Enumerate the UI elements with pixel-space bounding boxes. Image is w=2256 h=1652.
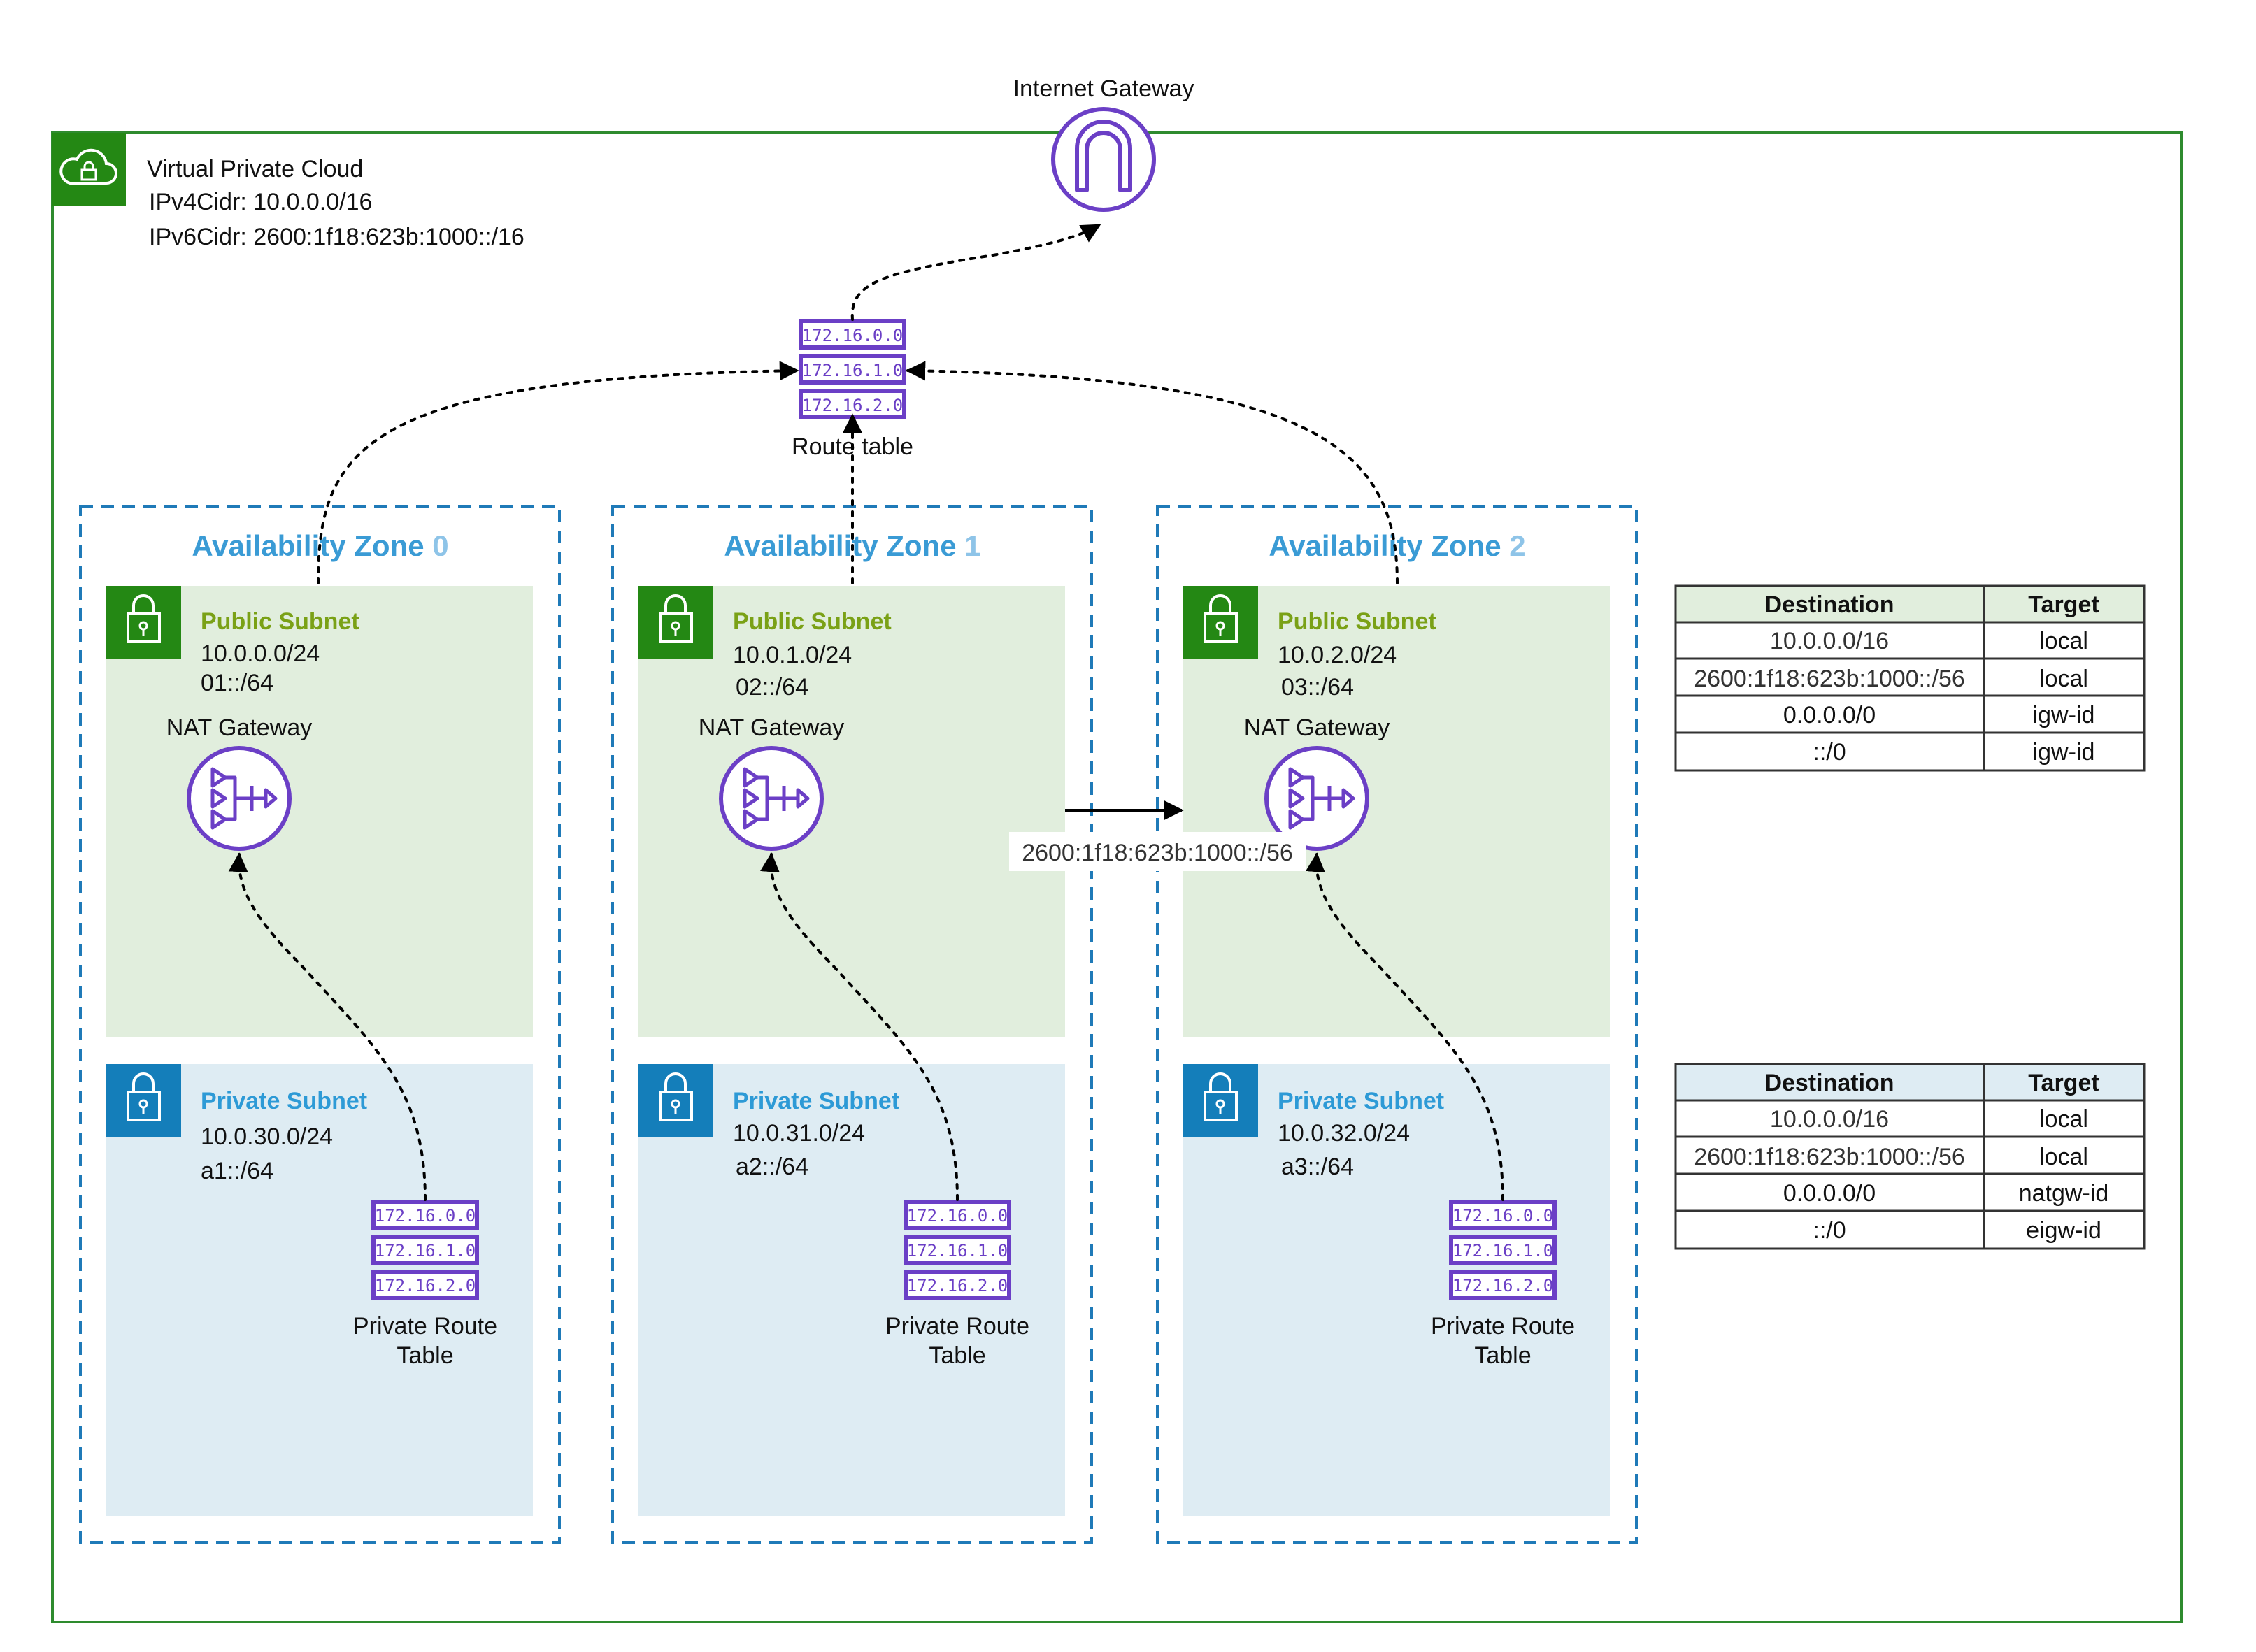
route-table-entry: 172.16.2.0 <box>802 396 904 415</box>
table-cell: local <box>2039 1106 2088 1133</box>
connector-label: 2600:1f18:623b:1000::/56 <box>1022 840 1293 866</box>
nat-gateway-label: NAT Gateway <box>699 714 844 741</box>
table-cell: local <box>2039 666 2088 692</box>
table-header: Target <box>2028 591 2099 618</box>
internet-gateway-icon <box>1051 107 1156 212</box>
private-route-entry: 172.16.2.0 <box>907 1276 1008 1295</box>
private-subnet-lock-icon <box>106 1064 181 1137</box>
private-route-entry: 172.16.0.0 <box>907 1206 1008 1226</box>
table-header: Destination <box>1764 1070 1894 1096</box>
connector-label-background <box>1009 832 1306 871</box>
table-header: Target <box>2028 1070 2099 1096</box>
table-cell: igw-id <box>2033 739 2095 766</box>
public-subnet-label: Public Subnet <box>201 608 359 635</box>
private-route-entry: 172.16.1.0 <box>375 1241 476 1260</box>
private0-to-nat-connector <box>228 852 427 1201</box>
nat-gateway-icon <box>719 746 824 851</box>
route-table-icon: 172.16.0.0 172.16.1.0 172.16.2.0 <box>799 319 906 419</box>
az2-to-route-connector <box>906 361 1399 584</box>
private-route-entry: 172.16.2.0 <box>1452 1276 1554 1295</box>
table-cell: eigw-id <box>2026 1217 2101 1244</box>
route-table-entry: 172.16.1.0 <box>802 361 904 380</box>
private-route-label: Table <box>1474 1342 1531 1369</box>
table-cell: 10.0.0.0/16 <box>1770 628 1889 654</box>
public-subnet-lock-icon <box>638 586 713 659</box>
dotted-connectors <box>228 224 1504 1201</box>
private-subnet-ipv6: a2::/64 <box>736 1154 808 1180</box>
private2-to-nat-connector <box>1306 852 1504 1201</box>
private-subnet-cidr: 10.0.30.0/24 <box>201 1123 333 1150</box>
private-route-table: Destination Target 10.0.0.0/16 local 260… <box>1674 1063 2146 1250</box>
zone-title: Availability Zone 2 <box>1269 529 1525 562</box>
public-subnet-label: Public Subnet <box>733 608 892 635</box>
public-subnet-ipv6: 01::/64 <box>201 670 273 696</box>
public-subnet-box <box>106 586 533 1037</box>
az0-to-route-connector <box>317 361 799 584</box>
private-route-table-icon: 172.16.0.0 172.16.1.0 172.16.2.0 <box>1449 1200 1557 1300</box>
public-subnet-box <box>1183 586 1610 1037</box>
private-route-label: Private Route <box>353 1313 497 1339</box>
vpc-cloud-lock-icon <box>52 133 126 206</box>
nat-gateway-label: NAT Gateway <box>166 714 312 741</box>
private1-to-nat-connector <box>760 852 959 1201</box>
public-subnet-ipv6: 03::/64 <box>1281 674 1354 701</box>
nat-gateway-icon <box>1264 746 1369 851</box>
private-subnet-label: Private Subnet <box>733 1088 899 1114</box>
vpc-ipv4: IPv4Cidr: 10.0.0.0/16 <box>149 189 372 215</box>
public-route-table: Destination Target 10.0.0.0/16 local 260… <box>1674 584 2146 772</box>
public-subnet-lock-icon <box>1183 586 1258 659</box>
nat-gateway-label: NAT Gateway <box>1244 714 1390 741</box>
private-route-entry: 172.16.0.0 <box>375 1206 476 1226</box>
availability-zone-1: Availability Zone 1 Public Subnet 10.0.1… <box>611 505 1093 1544</box>
private-subnet-cidr: 10.0.31.0/24 <box>733 1120 865 1147</box>
availability-zone-2: Availability Zone 2 Public Subnet 10.0.2… <box>1156 505 1638 1544</box>
private-subnet-ipv6: a1::/64 <box>201 1158 273 1184</box>
nat-gateway-icon <box>187 746 292 851</box>
table-cell: ::/0 <box>1813 739 1846 766</box>
public-subnet-box <box>638 586 1065 1037</box>
private-route-table-icon: 172.16.0.0 172.16.1.0 172.16.2.0 <box>371 1200 479 1300</box>
private-route-entry: 172.16.1.0 <box>907 1241 1008 1260</box>
private-route-table-icon: 172.16.0.0 172.16.1.0 172.16.2.0 <box>904 1200 1011 1300</box>
availability-zone-0: Availability Zone 0 Public Subnet 10.0.0… <box>79 505 561 1544</box>
private-subnet-lock-icon <box>1183 1064 1258 1137</box>
public-subnet-cidr: 10.0.2.0/24 <box>1278 642 1397 668</box>
table-cell: local <box>2039 628 2088 654</box>
private-subnet-label: Private Subnet <box>201 1088 367 1114</box>
route-table-entry: 172.16.0.0 <box>802 326 904 345</box>
private-route-entry: 172.16.2.0 <box>375 1276 476 1295</box>
table-cell: igw-id <box>2033 702 2095 728</box>
vpc-title: Virtual Private Cloud <box>147 156 363 182</box>
table-cell: 0.0.0.0/0 <box>1783 702 1876 728</box>
private-subnet-label: Private Subnet <box>1278 1088 1444 1114</box>
public-subnet-cidr: 10.0.0.0/24 <box>201 640 320 667</box>
private-route-label: Private Route <box>1431 1313 1575 1339</box>
table-cell: ::/0 <box>1813 1217 1846 1244</box>
table-cell: 2600:1f18:623b:1000::/56 <box>1694 1144 1965 1170</box>
private-route-entry: 172.16.0.0 <box>1452 1206 1554 1226</box>
internet-gateway-label: Internet Gateway <box>1013 76 1194 102</box>
private-route-entry: 172.16.1.0 <box>1452 1241 1554 1260</box>
private-route-label: Table <box>929 1342 985 1369</box>
table-cell: local <box>2039 1144 2088 1170</box>
public-subnet-ipv6: 02::/64 <box>736 674 808 701</box>
vpc-ipv6: IPv6Cidr: 2600:1f18:623b:1000::/16 <box>149 224 524 250</box>
route-to-igw-connector <box>850 224 1101 321</box>
private-subnet-lock-icon <box>638 1064 713 1137</box>
table-cell: 2600:1f18:623b:1000::/56 <box>1694 666 1965 692</box>
table-cell: 0.0.0.0/0 <box>1783 1180 1876 1207</box>
table-cell: natgw-id <box>2019 1180 2109 1207</box>
public-subnet-label: Public Subnet <box>1278 608 1436 635</box>
private-subnet-ipv6: a3::/64 <box>1281 1154 1354 1180</box>
public-subnet-lock-icon <box>106 586 181 659</box>
zone-title: Availability Zone 1 <box>724 529 980 562</box>
table-header: Destination <box>1764 591 1894 618</box>
private-route-label: Private Route <box>885 1313 1029 1339</box>
public-subnet-cidr: 10.0.1.0/24 <box>733 642 852 668</box>
private-route-label: Table <box>397 1342 453 1369</box>
table-cell: 10.0.0.0/16 <box>1770 1106 1889 1133</box>
zone-title: Availability Zone 0 <box>192 529 448 562</box>
private-subnet-cidr: 10.0.32.0/24 <box>1278 1120 1410 1147</box>
